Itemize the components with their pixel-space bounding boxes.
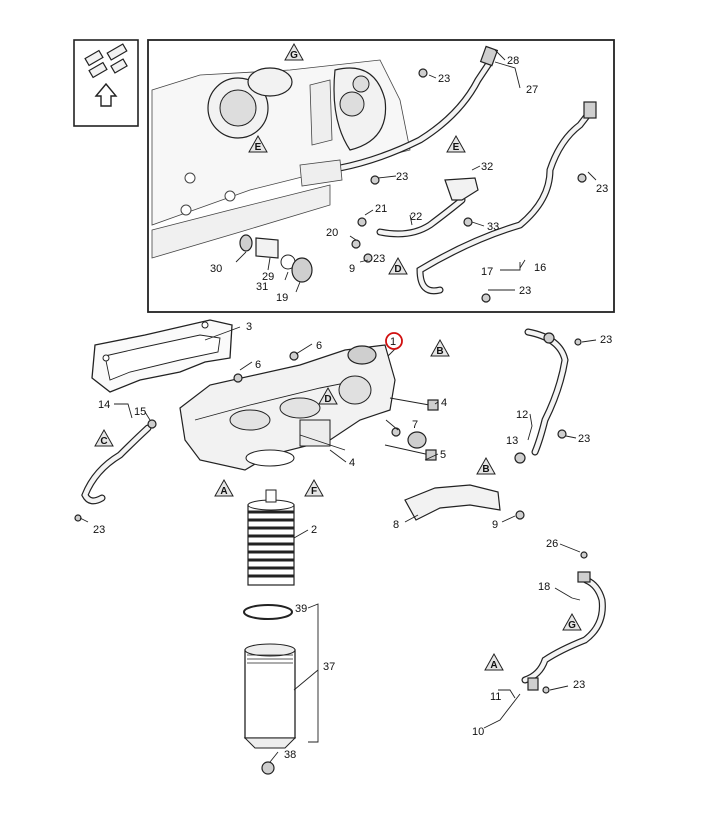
marker-e-right: E bbox=[446, 134, 466, 153]
engine-detail-panel bbox=[147, 39, 615, 313]
detail-leader-lines bbox=[235, 49, 597, 293]
callout-9-top: 9 bbox=[349, 263, 355, 275]
callout-33: 33 bbox=[487, 221, 499, 233]
callout-9-lower: 9 bbox=[492, 519, 498, 531]
svg-text:A: A bbox=[490, 660, 497, 671]
callout-28: 28 bbox=[507, 55, 519, 67]
marker-c-hose: C bbox=[94, 428, 114, 447]
callout-22: 22 bbox=[410, 211, 422, 223]
callout-10: 10 bbox=[472, 726, 484, 738]
marker-d-top: D bbox=[388, 256, 408, 275]
callout-2: 2 bbox=[311, 524, 317, 536]
callout-23-e: 23 bbox=[519, 285, 531, 297]
oil-filter-housing-part-1 bbox=[179, 344, 396, 471]
callout-30: 30 bbox=[210, 263, 222, 275]
o-ring-part-39 bbox=[243, 604, 293, 620]
filter-element-part-2 bbox=[247, 489, 295, 586]
highlight-ring-part-1 bbox=[385, 332, 403, 350]
marker-e-left: E bbox=[248, 134, 268, 153]
callout-23-c: 23 bbox=[596, 183, 608, 195]
callout-23-b: 23 bbox=[396, 171, 408, 183]
callout-20: 20 bbox=[326, 227, 338, 239]
callout-1: 1 bbox=[390, 336, 396, 348]
svg-text:D: D bbox=[394, 264, 401, 275]
callout-8: 8 bbox=[393, 519, 399, 531]
callout-numbers: 1 2 3 4 4 5 6 6 7 8 9 9 10 11 12 13 14 1… bbox=[93, 55, 612, 761]
callout-29: 29 bbox=[262, 271, 274, 283]
marker-a-pipe: A bbox=[484, 652, 504, 671]
marker-a-housing: A bbox=[214, 478, 234, 497]
svg-text:G: G bbox=[290, 50, 298, 61]
callout-4-lower: 4 bbox=[349, 457, 355, 469]
callout-21: 21 bbox=[375, 203, 387, 215]
svg-text:E: E bbox=[255, 142, 262, 153]
svg-text:G: G bbox=[568, 620, 576, 631]
callout-39: 39 bbox=[295, 603, 307, 615]
pipe-part-12 bbox=[514, 328, 582, 464]
callout-12: 12 bbox=[516, 409, 528, 421]
view-orientation-icon bbox=[73, 39, 139, 127]
callout-23-d: 23 bbox=[373, 253, 385, 265]
callout-11: 11 bbox=[490, 691, 501, 703]
marker-g-pipe: G bbox=[562, 612, 582, 631]
callout-23-a: 23 bbox=[438, 73, 450, 85]
callout-26: 26 bbox=[546, 538, 558, 550]
heat-shield-part-8 bbox=[404, 484, 525, 521]
hose-part-14 bbox=[74, 419, 157, 522]
callout-3: 3 bbox=[246, 321, 252, 333]
svg-text:A: A bbox=[220, 486, 227, 497]
svg-text:E: E bbox=[453, 142, 460, 153]
callout-31: 31 bbox=[256, 281, 268, 293]
callout-15: 15 bbox=[134, 406, 146, 418]
callout-19: 19 bbox=[276, 292, 288, 304]
callout-37: 37 bbox=[323, 661, 335, 673]
marker-b-housing: B bbox=[430, 338, 450, 357]
assembly-leader-lines bbox=[79, 326, 597, 763]
pipe-part-10 bbox=[521, 551, 606, 694]
marker-b-pipe: B bbox=[476, 456, 496, 475]
lines-cluster bbox=[500, 262, 521, 271]
filter-cap-part-37 bbox=[243, 643, 297, 775]
callout-5: 5 bbox=[440, 449, 446, 461]
marker-f-housing: F bbox=[304, 478, 324, 497]
svg-text:D: D bbox=[324, 394, 331, 405]
svg-text:C: C bbox=[100, 436, 107, 447]
callout-6-left: 6 bbox=[255, 359, 261, 371]
callout-13: 13 bbox=[506, 435, 518, 447]
callout-23-i: 23 bbox=[573, 679, 585, 691]
gasket-part-3 bbox=[91, 319, 233, 393]
marker-g-top: G bbox=[284, 42, 304, 61]
callout-38: 38 bbox=[284, 749, 296, 761]
callout-17: 17 bbox=[481, 266, 493, 278]
callout-23-g: 23 bbox=[578, 433, 590, 445]
callout-18: 18 bbox=[538, 581, 550, 593]
callout-14: 14 bbox=[98, 399, 110, 411]
callout-27: 27 bbox=[526, 84, 538, 96]
callout-6-right: 6 bbox=[316, 340, 322, 352]
svg-text:B: B bbox=[482, 464, 489, 475]
callout-32: 32 bbox=[481, 161, 493, 173]
bolts bbox=[233, 351, 439, 461]
svg-text:F: F bbox=[311, 486, 317, 497]
svg-text:B: B bbox=[436, 346, 443, 357]
callout-23-f: 23 bbox=[600, 334, 612, 346]
callout-23-h: 23 bbox=[93, 524, 105, 536]
callout-4-upper: 4 bbox=[441, 397, 447, 409]
marker-d-housing: D bbox=[318, 386, 338, 405]
callout-16: 16 bbox=[534, 262, 546, 274]
callout-7: 7 bbox=[412, 419, 418, 431]
